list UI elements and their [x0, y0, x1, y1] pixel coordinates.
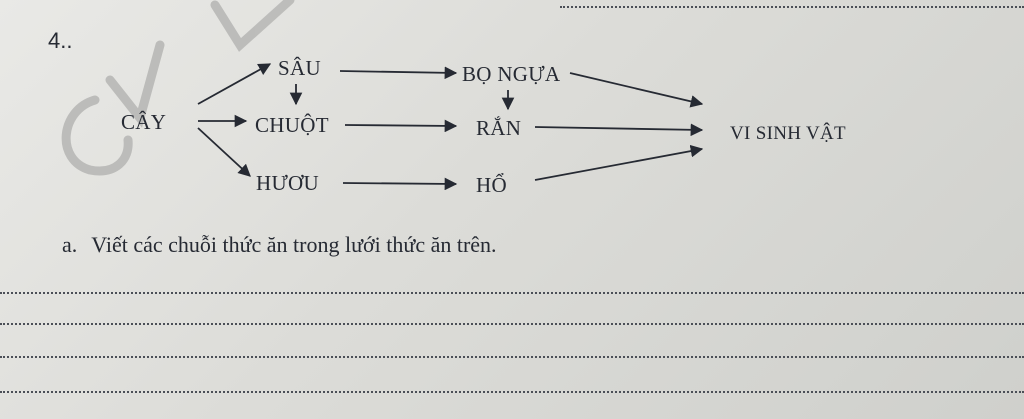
- arrow-huou-ho: [342, 177, 458, 191]
- node-bo-ngua: BỌ NGỰA: [462, 62, 561, 86]
- top-dotted-line: [560, 6, 1024, 8]
- answer-line: [0, 391, 1024, 393]
- node-vi-sinh-vat: VI SINH VẬT: [730, 123, 846, 144]
- arrow-bo-ngua-vsv: [569, 72, 704, 108]
- part-label: a.: [62, 232, 78, 257]
- node-huou: HƯƠU: [256, 171, 319, 195]
- answer-line: [0, 356, 1024, 358]
- node-cay: CÂY: [121, 110, 167, 134]
- part-text: Viết các chuỗi thức ăn trong lưới thức ă…: [91, 232, 497, 257]
- answer-line: [0, 323, 1024, 325]
- node-chuot: CHUỘT: [255, 113, 329, 137]
- watermark-logo: [61, 0, 295, 176]
- node-ho: HỔ: [476, 173, 507, 197]
- answer-line: [0, 292, 1024, 294]
- node-sau: SÂU: [278, 56, 321, 80]
- arrow-ho-vsv: [534, 144, 704, 181]
- arrow-cay-sau: [197, 63, 272, 105]
- question-number: 4..: [48, 28, 73, 53]
- node-ran: RẮN: [476, 116, 522, 140]
- arrow-ran-vsv: [534, 123, 704, 137]
- arrow-chuot-ran: [344, 119, 458, 133]
- question-part-a: a. Viết các chuỗi thức ăn trong lưới thức…: [62, 232, 497, 258]
- arrow-sau-bo-ngua: [339, 66, 458, 80]
- arrow-cay-huou: [197, 127, 251, 177]
